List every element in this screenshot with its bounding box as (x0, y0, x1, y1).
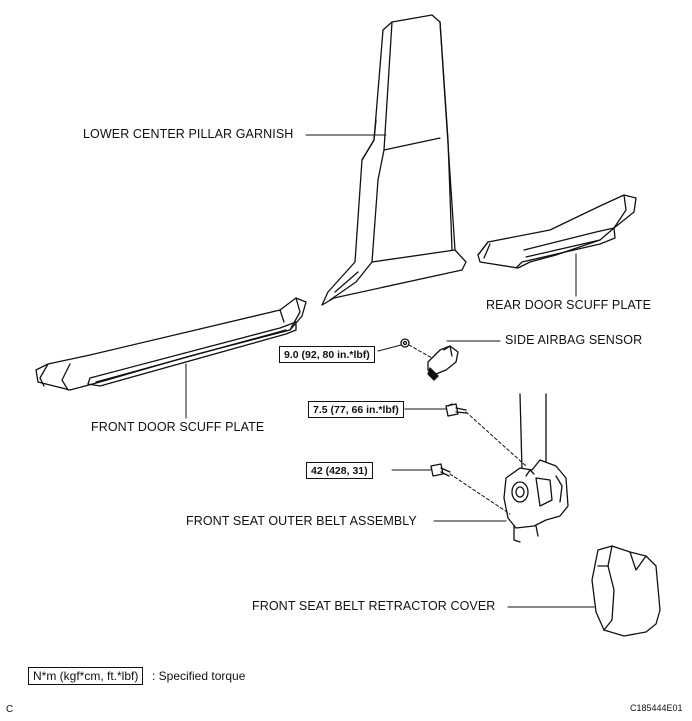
label-front-door-scuff-plate: FRONT DOOR SCUFF PLATE (91, 420, 265, 434)
corner-letter: C (6, 704, 14, 715)
figure-id: C185444E01 (630, 703, 683, 713)
front-seat-belt-retractor-cover-shape (591, 545, 661, 637)
torque-lower-bolt: 42 (428, 31) (306, 462, 373, 479)
lower-bolt-shape (430, 463, 451, 477)
dashed-guide-lines (408, 344, 527, 515)
side-airbag-sensor-shape (427, 345, 459, 381)
upper-bolt-shape (445, 403, 467, 417)
lower-center-pillar-garnish-shape (321, 14, 467, 306)
label-front-seat-belt-retractor-cover: FRONT SEAT BELT RETRACTOR COVER (252, 599, 496, 613)
leader-lines (185, 134, 595, 608)
label-side-airbag-sensor: SIDE AIRBAG SENSOR (505, 333, 643, 347)
rear-door-scuff-plate-shape (477, 194, 637, 269)
legend-unit-box: N*m (kgf*cm, ft.*lbf) (28, 667, 144, 685)
label-front-seat-outer-belt-assembly: FRONT SEAT OUTER BELT ASSEMBLY (186, 514, 417, 528)
front-door-scuff-plate-shape (35, 297, 307, 391)
label-lower-center-pillar-garnish: LOWER CENTER PILLAR GARNISH (83, 127, 294, 141)
sensor-nut-shape (400, 338, 410, 348)
torque-sensor-nut: 9.0 (92, 80 in.*lbf) (279, 346, 375, 363)
front-seat-outer-belt-assembly-shape (503, 393, 569, 543)
torque-upper-bolt: 7.5 (77, 66 in.*lbf) (308, 401, 404, 418)
label-rear-door-scuff-plate: REAR DOOR SCUFF PLATE (486, 298, 652, 312)
legend-description: : Specified torque (152, 669, 246, 683)
